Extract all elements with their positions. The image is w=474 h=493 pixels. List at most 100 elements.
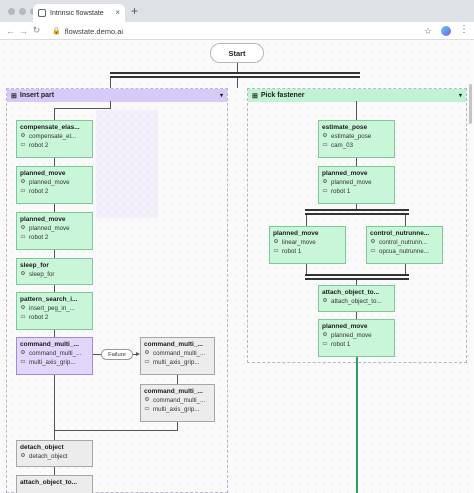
resource-icon: ▭ — [322, 188, 328, 194]
close-window-dot[interactable] — [8, 8, 15, 15]
node-skill: attach_object_to... — [331, 298, 382, 305]
node-attach-object[interactable]: attach_object_to... ⚙attach_object_to... — [318, 285, 395, 312]
reload-button[interactable]: ↻ — [32, 25, 41, 35]
node-compensate-elastic[interactable]: compensate_elas... ⚙compensate_el... ▭ro… — [16, 120, 93, 158]
resource-icon: ▭ — [144, 406, 150, 412]
node-resource: robot 2 — [29, 314, 49, 321]
node-skill: planned_move — [331, 179, 372, 186]
node-resource: multi_axis_grip... — [153, 406, 200, 413]
minimize-window-dot[interactable] — [19, 8, 26, 15]
failure-edge-label[interactable]: Failure — [101, 349, 133, 360]
node-skill: estimate_pose — [331, 133, 372, 140]
node-title: pattern_search_i... — [20, 296, 78, 303]
node-resource: robot 2 — [29, 142, 49, 149]
node-resource: robot 1 — [331, 341, 351, 348]
node-skill: planned_move — [331, 332, 372, 339]
node-planned-move-1[interactable]: planned_move ⚙planned_move ▭robot 2 — [16, 166, 93, 204]
node-estimate-pose[interactable]: estimate_pose ⚙estimate_pose ▭cam_03 — [318, 120, 395, 158]
failure-edge-right — [133, 354, 137, 355]
node-pick-planned-move-2[interactable]: planned_move ⚙planned_move ▭robot 1 — [318, 319, 395, 357]
edge — [356, 280, 357, 285]
node-skill: planned_move — [29, 225, 70, 232]
skill-icon: ⚙ — [20, 453, 26, 459]
node-resource: multi_axis_grip... — [153, 359, 200, 366]
node-resource: opcua_nutrunne... — [379, 248, 429, 255]
edge — [177, 375, 178, 384]
node-skill: planned_move — [29, 179, 70, 186]
skill-icon: ⚙ — [322, 133, 328, 139]
pick-parallel-split-bar-2 — [305, 213, 409, 215]
edge — [356, 312, 357, 319]
node-skill: command_multi_... — [153, 350, 206, 357]
address-bar[interactable]: 🔒 flowstate.demo.ai ☆ — [52, 25, 432, 37]
node-title: planned_move — [322, 170, 368, 177]
browser-menu-icon[interactable]: ⋮ — [459, 24, 469, 35]
node-pattern-search[interactable]: pattern_search_i... ⚙insert_peg_in_... ▭… — [16, 292, 93, 330]
insert-entry-drop — [110, 101, 111, 109]
node-skill: control_nutrunn... — [379, 239, 428, 246]
group-header-insert-part[interactable]: ⊞ Insert part ▾ — [7, 89, 227, 102]
pick-entry-connector — [356, 101, 357, 120]
node-control-nutrunner[interactable]: control_nutrunne... ⚙control_nutrunn... … — [366, 226, 443, 264]
node-sleep-for[interactable]: sleep_for ⚙sleep_for — [16, 258, 93, 285]
skill-icon: ⚙ — [322, 179, 328, 185]
new-tab-button[interactable]: + — [131, 4, 139, 18]
resource-icon: ▭ — [273, 248, 279, 254]
skill-icon: ⚙ — [20, 133, 26, 139]
tab-close-icon[interactable]: × — [115, 8, 120, 17]
vertical-scrollbar[interactable] — [469, 84, 472, 124]
edge — [54, 285, 55, 292]
skill-icon: ⚙ — [144, 350, 150, 356]
bookmark-star-icon[interactable]: ☆ — [423, 25, 432, 36]
start-node[interactable]: Start — [210, 43, 264, 63]
node-detach-object[interactable]: detach_object ⚙detach_object — [16, 440, 93, 467]
edge — [405, 264, 406, 274]
node-planned-move-2[interactable]: planned_move ⚙planned_move ▭robot 2 — [16, 212, 93, 250]
skill-icon: ⚙ — [322, 298, 328, 304]
profile-avatar[interactable] — [441, 26, 451, 36]
resource-icon: ▭ — [144, 359, 150, 365]
collapse-caret-icon[interactable]: ▾ — [219, 93, 223, 99]
browser-tab-strip: Intrinsic flowstate × + — [0, 0, 474, 22]
node-title: compensate_elas... — [20, 124, 80, 131]
edge — [306, 264, 307, 274]
collapse-caret-icon[interactable]: ▾ — [458, 93, 462, 99]
node-command-multi-fail-1[interactable]: command_multi_... ⚙command_multi_... ▭mu… — [140, 337, 215, 375]
node-command-multi-selected[interactable]: command_multi_... ⚙command_multi_... ▭mu… — [16, 337, 93, 375]
node-attach-object-bottom[interactable]: attach_object_to... — [16, 475, 93, 493]
edge — [405, 215, 406, 226]
node-skill: detach_object — [29, 453, 68, 460]
node-linear-move[interactable]: planned_move ⚙linear_move ▭robot 1 — [269, 226, 346, 264]
failure-edge-left — [93, 354, 101, 355]
skill-icon: ⚙ — [20, 305, 26, 311]
insert-entry-line — [54, 108, 111, 109]
flow-canvas[interactable]: Start ⊞ Insert part ▾ compensate_elas...… — [0, 40, 474, 493]
skill-icon: ⚙ — [20, 179, 26, 185]
resource-icon: ▭ — [20, 142, 26, 148]
node-pick-planned-move[interactable]: planned_move ⚙planned_move ▭robot 1 — [318, 166, 395, 204]
resource-icon: ▭ — [20, 234, 26, 240]
edge — [54, 204, 55, 212]
group-header-pick-fastener[interactable]: ⊞ Pick fastener ▾ — [248, 89, 466, 102]
edge — [54, 375, 55, 440]
url-text[interactable]: flowstate.demo.ai — [64, 26, 124, 36]
node-title: command_multi_... — [144, 388, 203, 395]
group-title: Insert part — [19, 92, 55, 99]
pick-branch-connector — [237, 78, 238, 88]
parallel-split-bar — [110, 72, 360, 74]
resource-icon: ▭ — [370, 248, 376, 254]
node-resource: multi_axis_grip... — [29, 359, 76, 366]
browser-tab[interactable]: Intrinsic flowstate × — [33, 4, 125, 22]
back-button[interactable]: ← — [6, 25, 15, 36]
node-command-multi-fail-2[interactable]: command_multi_... ⚙command_multi_... ▭mu… — [140, 384, 215, 422]
tab-title: Intrinsic flowstate — [50, 9, 104, 17]
insert-entry-to-first — [54, 108, 55, 120]
node-title: planned_move — [273, 230, 319, 237]
skill-icon: ⚙ — [322, 332, 328, 338]
pick-parallel-join-bar — [305, 274, 409, 276]
node-title: control_nutrunne... — [370, 230, 430, 237]
node-title: estimate_pose — [322, 124, 368, 131]
forward-button[interactable]: → — [19, 25, 28, 36]
pick-parallel-join-bar-2 — [305, 278, 409, 280]
edge — [306, 215, 307, 226]
